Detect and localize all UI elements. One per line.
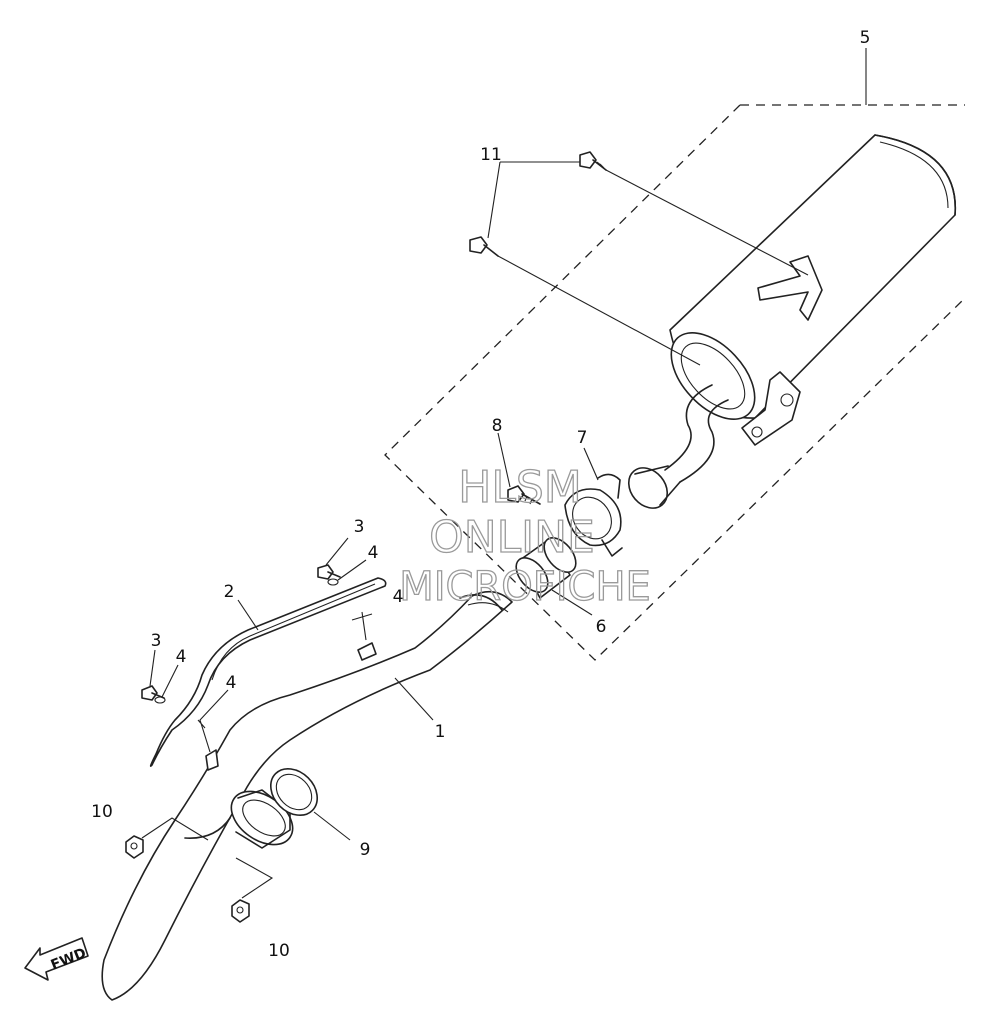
gasket <box>515 537 577 599</box>
watermark: HLSM ONLINE MICROFICHE <box>399 461 652 610</box>
leader-8 <box>497 432 511 488</box>
leader-3-lower <box>149 649 156 687</box>
callout-2: 2 <box>224 582 235 602</box>
bolt-11-upper <box>579 151 607 171</box>
watermark-line-1: HLSM <box>458 462 582 513</box>
heat-protector <box>149 577 387 767</box>
exhaust-pipe <box>101 590 513 1001</box>
callout-10-upper: 10 <box>91 802 113 822</box>
leader-10-lower <box>235 857 274 899</box>
leader-11 <box>487 161 580 239</box>
bolt-3-lower <box>141 685 165 701</box>
leader-3-upper <box>325 537 349 566</box>
watermark-line-2: ONLINE <box>429 512 595 563</box>
callout-10-lower: 10 <box>268 941 290 961</box>
callout-8: 8 <box>492 416 503 436</box>
bolt-11-upper-line <box>605 169 809 276</box>
bolt-11-lower-line <box>497 255 701 366</box>
muffler-group-outline <box>384 104 966 661</box>
leader-7 <box>583 447 599 481</box>
bolt-3-upper <box>317 564 341 580</box>
leader-4-lowest <box>197 689 229 753</box>
callout-4-lower: 4 <box>176 647 187 667</box>
leader-9 <box>313 811 351 841</box>
callout-3-upper: 3 <box>354 517 365 537</box>
exhaust-gasket <box>270 768 318 816</box>
leader-4-upper <box>337 559 367 581</box>
callout-6: 6 <box>596 617 607 637</box>
callout-7: 7 <box>577 428 588 448</box>
muffler <box>664 134 957 483</box>
bolt-11-lower <box>469 236 499 257</box>
callout-11: 11 <box>480 145 502 165</box>
bolt-8 <box>507 485 541 505</box>
callout-4-mid: 4 <box>393 587 404 607</box>
clamp <box>564 473 623 557</box>
callout-4-upper: 4 <box>368 543 379 563</box>
callout-1: 1 <box>435 722 446 742</box>
washer-4-mid <box>351 613 373 621</box>
leader-4-lower <box>161 664 179 698</box>
muffler-inlet-joint <box>627 465 681 509</box>
callout-3-lower: 3 <box>151 631 162 651</box>
leader-1 <box>394 677 434 721</box>
forward-arrow-icon: FWD <box>24 937 89 981</box>
washer-4-upper <box>327 578 339 586</box>
leader-6 <box>551 589 593 616</box>
leader-10-upper <box>141 817 209 841</box>
callout-4-lowest: 4 <box>226 673 237 693</box>
washer-4-lower <box>154 696 166 704</box>
nut-10-upper <box>125 835 144 859</box>
callout-5: 5 <box>860 28 871 48</box>
watermark-line-3: MICROFICHE <box>399 564 651 610</box>
callout-9: 9 <box>360 840 371 860</box>
nut-10-lower <box>231 899 250 923</box>
leader-2 <box>237 599 259 631</box>
leader-4-mid <box>361 611 367 641</box>
